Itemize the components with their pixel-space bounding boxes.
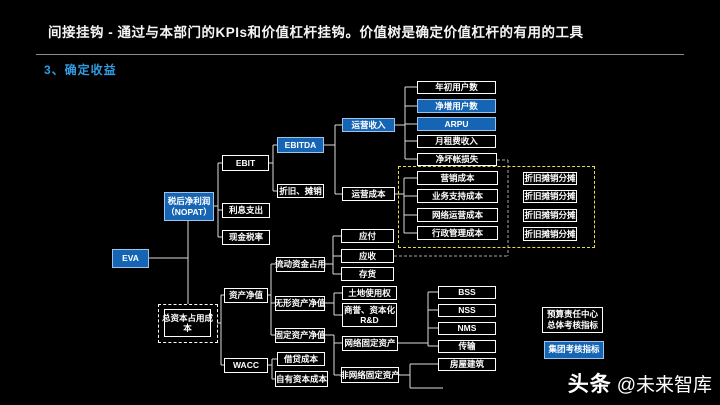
tree-node-arpu: ARPU	[417, 117, 496, 131]
tree-node-admin-management-cost: 行政管理成本	[417, 226, 498, 240]
tree-node-depreciation-amortization: 折旧、摊销	[277, 184, 324, 198]
tree-node-equity-cost: 自有资本成本	[275, 371, 328, 387]
legend-budget-center-kpi: 预算责任中心 总体考核指标	[542, 307, 603, 333]
tree-node-eva: EVA	[112, 249, 149, 268]
tree-node-cash-tax-rate: 现金税率	[222, 230, 270, 245]
tree-node-network-operating-cost: 网络运营成本	[417, 208, 498, 222]
legend-budget-center-line2: 总体考核指标	[546, 320, 598, 330]
tree-node-nms: NMS	[438, 322, 496, 335]
tree-node-depreciation-allocation-1: 折旧摊销分摊	[523, 172, 577, 185]
tree-node-operating-cost: 运营成本	[342, 187, 395, 201]
watermark-handle: @未来智库	[616, 375, 712, 396]
tree-node-network-fixed-assets: 网络固定资产	[342, 336, 398, 351]
slide-title: 间接挂钩 - 通过与本部门的KPIs和价值杠杆挂钩。价值树是确定价值杠杆的有用的…	[48, 25, 584, 40]
tree-node-depreciation-allocation-4: 折旧摊销分摊	[523, 227, 577, 241]
tree-node-intangible-asset-net-value: 无形资产净值	[275, 296, 326, 311]
tree-node-wacc: WACC	[224, 358, 268, 373]
section-label: 3、确定收益	[44, 63, 117, 77]
tree-node-net-asset-value: 资产净值	[224, 288, 268, 303]
tree-node-non-network-fixed-assets: 非网络固定资产	[340, 367, 400, 383]
tree-node-depreciation-allocation-2: 折旧摊销分摊	[523, 190, 577, 203]
tree-node-net-added-users: 净增用户数	[417, 99, 496, 113]
tree-node-nss: NSS	[438, 304, 496, 317]
tree-node-loan-cost: 借贷成本	[277, 352, 325, 366]
tree-node-interest-expense: 利息支出	[222, 203, 270, 218]
tree-node-total-capital-cost: 总资本占用成本	[162, 309, 213, 337]
title-divider	[36, 54, 684, 55]
tree-node-transmission: 传输	[438, 340, 496, 353]
legend-group-kpi: 集团考核指标	[544, 341, 604, 359]
tree-node-land-use-right: 土地使用权	[342, 286, 397, 300]
watermark-brand: 头条	[567, 373, 612, 396]
tree-node-inventory: 存货	[341, 267, 394, 281]
total-capital-cost-dashed-frame	[158, 304, 218, 343]
tree-node-fixed-asset-net-value: 固定资产净值	[275, 328, 326, 343]
tree-node-building: 房屋建筑	[438, 358, 496, 371]
watermark: 头条@未来智库	[568, 368, 712, 398]
legend-budget-center-line1: 预算责任中心	[546, 308, 598, 319]
tree-node-operating-revenue: 运营收入	[342, 118, 395, 132]
tree-node-net-bad-debt-loss: 净坏帐损失	[417, 153, 497, 166]
tree-node-receivable: 应收	[341, 249, 394, 263]
tree-node-depreciation-allocation-3: 折旧摊销分摊	[523, 209, 577, 222]
tree-node-business-support-cost: 业务支持成本	[417, 189, 498, 203]
tree-node-users-begin-of-year: 年初用户数	[417, 81, 496, 94]
tree-node-nopat: 税后净利润（NOPAT）	[164, 192, 214, 221]
tree-node-monthly-rental-revenue: 月租费收入	[417, 135, 496, 148]
tree-node-ebitda: EBITDA	[277, 137, 324, 153]
tree-node-ebit: EBIT	[222, 155, 269, 171]
tree-node-bss: BSS	[438, 286, 496, 299]
tree-node-working-capital: 流动资金占用	[275, 257, 326, 272]
tree-node-payable: 应付	[341, 229, 394, 243]
tree-node-marketing-cost: 营销成本	[417, 171, 498, 185]
cost-allocation-dashed-frame	[398, 166, 595, 248]
